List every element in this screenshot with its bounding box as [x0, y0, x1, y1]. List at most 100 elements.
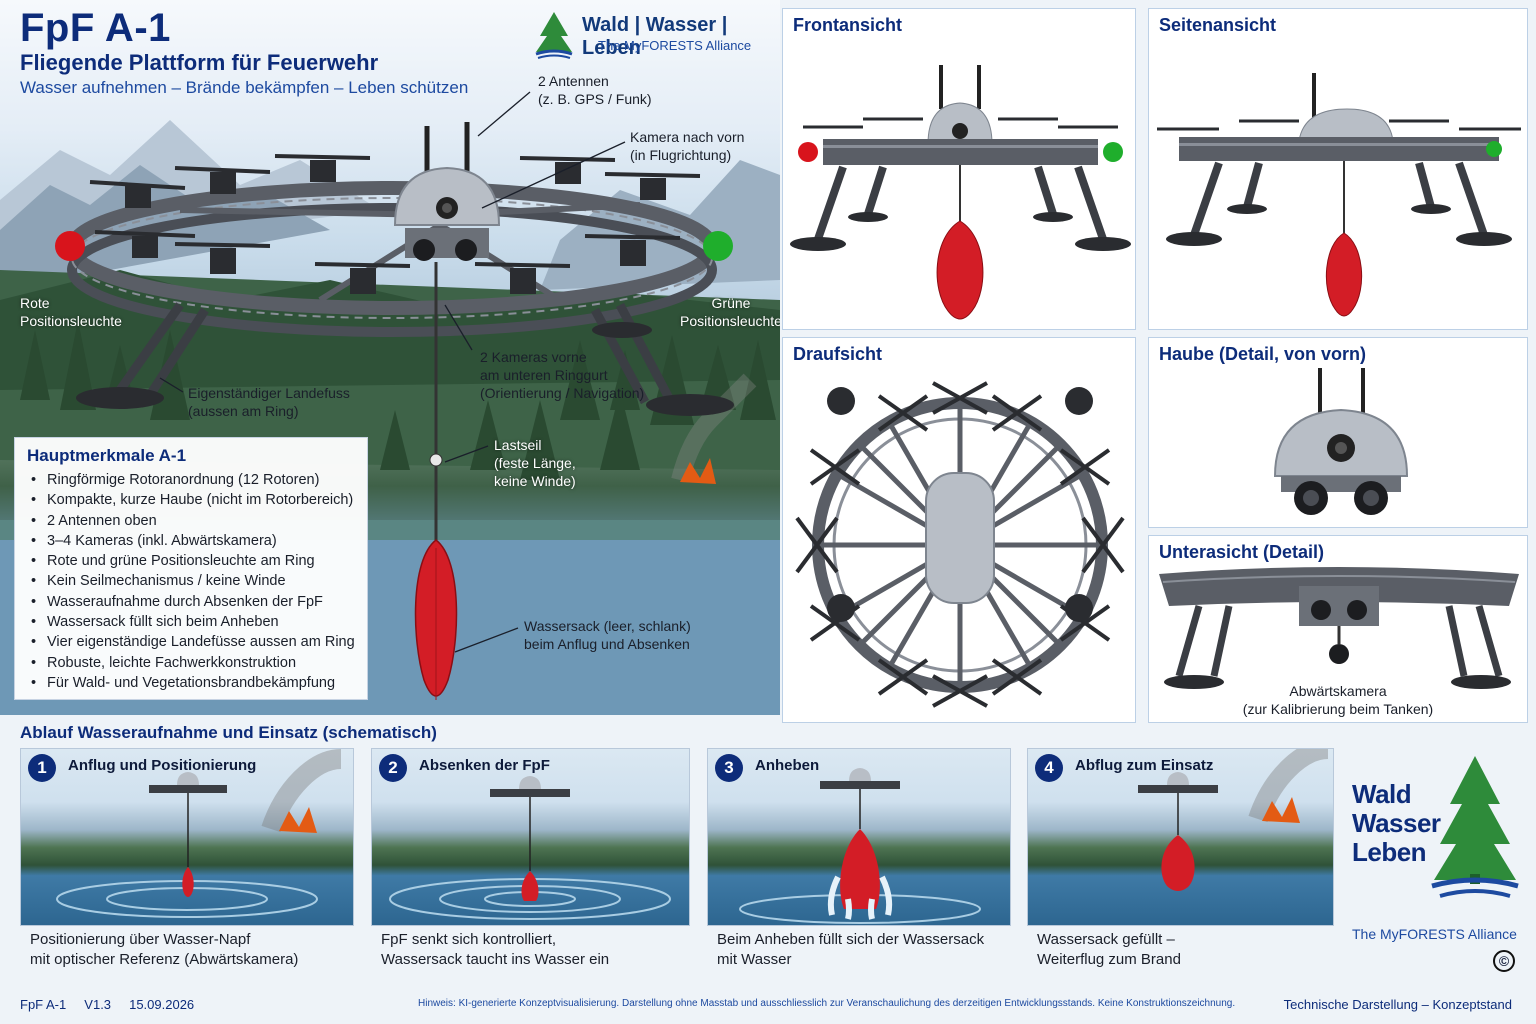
- annotation-line: 2 Antennen: [538, 73, 609, 89]
- panel-title: Haube (Detail, von vorn): [1159, 344, 1367, 364]
- tree-logo-icon: [535, 12, 573, 59]
- features-list: Ringförmige Rotoranordnung (12 Rotoren)K…: [27, 470, 355, 694]
- caption-line: Abwärtskamera: [1289, 683, 1387, 699]
- page-subtitle: Fliegende Plattform für Feuerwehr: [20, 50, 379, 75]
- annotation-rope: Lastseil (feste Länge, keine Winde): [494, 436, 576, 490]
- step-illustration: [56, 749, 342, 918]
- step-description: Wassersack gefüllt – Weiterflug zum Bran…: [1037, 930, 1357, 970]
- annotation-line: Eigenständiger Landefuss: [188, 385, 350, 401]
- annotation-landing-foot: Eigenständiger Landefuss (aussen am Ring…: [188, 384, 350, 420]
- caption-line: (zur Kalibrierung beim Tanken): [1242, 701, 1434, 717]
- annotation-antennas: 2 Antennen (z. B. GPS / Funk): [538, 72, 652, 108]
- brand-alliance: The MyFORESTS Alliance: [1352, 926, 1517, 942]
- step-description: FpF senkt sich kontrolliert, Wassersack …: [381, 930, 701, 970]
- feature-item: 2 Antennen oben: [27, 511, 355, 532]
- annotation-line: (aussen am Ring): [188, 403, 299, 419]
- brand-line: Leben: [1352, 837, 1427, 867]
- brand-wordmark: Wald Wasser Leben: [1352, 780, 1441, 867]
- step-label: Absenken der FpF: [419, 757, 550, 774]
- step-label: Anflug und Positionierung: [68, 757, 257, 774]
- panel-title: Frontansicht: [793, 15, 903, 35]
- feature-item: Ringförmige Rotoranordnung (12 Rotoren): [27, 470, 355, 491]
- desc-line: mit optischer Referenz (Abwärtskamera): [30, 951, 299, 968]
- copyright-icon: ©: [1493, 950, 1515, 972]
- panel-side-view: Seitenansicht: [1148, 8, 1528, 330]
- annotation-line: (in Flugrichtung): [630, 147, 732, 163]
- annotation-line: Lastseil: [494, 437, 542, 453]
- annotation-line: (feste Länge,: [494, 455, 576, 471]
- panel-top-view: Draufsicht: [782, 337, 1136, 723]
- footer-disclaimer: Hinweis: KI-generierte Konzeptvisualisie…: [418, 998, 1236, 1009]
- desc-line: Wassersack gefüllt –: [1037, 931, 1175, 948]
- annotation-line: beim Anflug und Absenken: [524, 636, 690, 652]
- brand-line: Wasser: [1352, 808, 1441, 838]
- features-title: Hauptmerkmale A-1: [27, 446, 187, 465]
- feature-item: Für Wald- und Vegetationsbrandbekämpfung: [27, 673, 355, 694]
- annotation-line: (Orientierung / Navigation): [480, 385, 645, 401]
- desc-line: Wassersack taucht ins Wasser ein: [381, 951, 610, 968]
- step-number: 4: [1035, 754, 1063, 782]
- bottom-detail-caption: Abwärtskamera (zur Kalibrierung beim Tan…: [1149, 682, 1527, 718]
- annotation-line: 2 Kameras vorne: [480, 349, 587, 365]
- feature-item: Wassersack füllt sich beim Anheben: [27, 612, 355, 633]
- desc-line: Positionierung über Wasser-Napf: [30, 931, 251, 948]
- drone-top-illustration: [795, 381, 1125, 708]
- step-number: 1: [28, 754, 56, 782]
- brand-name: Wald | Wasser | Leben: [582, 14, 728, 59]
- step-image: [1027, 748, 1334, 926]
- step-description: Positionierung über Wasser-Napf mit opti…: [30, 930, 350, 970]
- panel-title: Seitenansicht: [1159, 15, 1277, 35]
- brand-logo-top: Wald | Wasser | Leben The MyFORESTS Alli…: [532, 10, 762, 60]
- step-illustration: [1138, 749, 1329, 891]
- feature-item: Kein Seilmechanismus / keine Winde: [27, 571, 355, 592]
- drone-side-illustration: [1157, 73, 1521, 317]
- annotation-line: keine Winde): [494, 473, 576, 489]
- tree-logo-icon: [1431, 756, 1519, 898]
- page-tagline: Wasser aufnehmen – Brände bekämpfen – Le…: [20, 78, 469, 97]
- step-label: Abflug zum Einsatz: [1075, 757, 1214, 774]
- annotation-line: Positionsleuchte: [680, 313, 780, 329]
- drone-front-illustration: [790, 65, 1131, 320]
- desc-line: Weiterflug zum Brand: [1037, 951, 1181, 968]
- step-image: [371, 748, 690, 926]
- annotation-line: Wassersack (leer, schlank): [524, 618, 691, 634]
- annotation-line: Grüne: [711, 295, 751, 311]
- annotation-line: (z. B. GPS / Funk): [538, 91, 652, 107]
- process-step-3: 3 Anheben Beim Anheben füllt sich der Wa…: [707, 748, 1011, 968]
- step-label: Anheben: [755, 757, 820, 774]
- annotation-line: Kamera nach vorn: [630, 129, 745, 145]
- step-image: [20, 748, 354, 926]
- annotation-green-light: Grüne Positionsleuchte: [680, 294, 780, 330]
- panel-title: Draufsicht: [793, 344, 883, 364]
- annotation-front-cameras: 2 Kameras vorne am unteren Ringgurt (Ori…: [480, 348, 644, 402]
- brand-alliance: The MyFORESTS Alliance: [598, 38, 752, 53]
- brand-line: Wald: [1352, 779, 1412, 809]
- process-step-4: 4 Abflug zum Einsatz Wassersack gefüllt …: [1027, 748, 1334, 968]
- panel-front-view: Frontansicht: [782, 8, 1136, 330]
- desc-line: Beim Anheben füllt sich der Wassersack: [717, 931, 985, 948]
- process-step-2: 2 Absenken der FpF FpF senkt sich kontro…: [371, 748, 690, 968]
- process-title: Ablauf Wasseraufnahme und Einsatz (schem…: [20, 723, 437, 742]
- feature-item: Wasseraufnahme durch Absenken der FpF: [27, 592, 355, 613]
- footer-label: Technische Darstellung – Konzeptstand: [1283, 997, 1512, 1012]
- footer: FpF A-1 V1.3 15.09.2026 Hinweis: KI-gene…: [0, 988, 1536, 1024]
- hero-scene: FpF A-1 Fliegende Plattform für Feuerweh…: [0, 0, 780, 715]
- bottom-detail-illustration: [1159, 567, 1519, 689]
- features-box: Hauptmerkmale A-1 Ringförmige Rotoranord…: [14, 437, 368, 700]
- footer-version: FpF A-1 V1.3 15.09.2026: [20, 997, 195, 1012]
- step-description: Beim Anheben füllt sich der Wassersack m…: [717, 930, 1037, 970]
- step-illustration: [739, 768, 981, 924]
- desc-line: FpF senkt sich kontrolliert,: [381, 931, 557, 948]
- feature-item: Kompakte, kurze Haube (nicht im Rotorber…: [27, 490, 355, 511]
- desc-line: mit Wasser: [717, 951, 792, 968]
- annotation-line: Rote: [20, 295, 50, 311]
- feature-item: 3–4 Kameras (inkl. Abwärtskamera): [27, 531, 355, 552]
- annotation-line: Positionsleuchte: [20, 313, 122, 329]
- feature-item: Robuste, leichte Fachwerkkonstruktion: [27, 653, 355, 674]
- drone-hero-illustration: [55, 91, 734, 700]
- feature-item: Rote und grüne Positionsleuchte am Ring: [27, 551, 355, 572]
- panel-hood-detail: Haube (Detail, von vorn): [1148, 337, 1528, 528]
- process-step-1: 1 Anflug und Positionierung Positionieru…: [20, 748, 354, 968]
- panel-bottom-detail: Unterasicht (Detail) Abwärtskamera (zur …: [1148, 535, 1528, 723]
- annotation-red-light: Rote Positionsleuchte: [20, 294, 122, 330]
